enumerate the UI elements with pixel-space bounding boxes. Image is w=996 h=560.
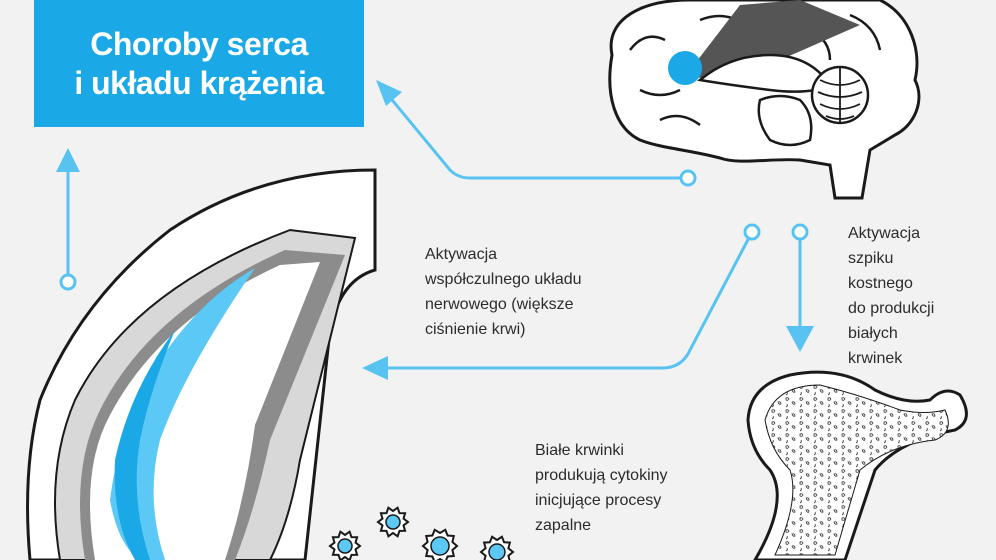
caption-cytokines: Białe krwinki produkują cytokiny inicjuj… [535, 438, 668, 538]
caption-line: zapalne [535, 517, 592, 534]
brain-icon [608, 0, 921, 200]
cell-icon [376, 506, 410, 538]
caption-line: ciśnienie krwi) [425, 321, 526, 338]
brain-highlight-dot [668, 51, 702, 85]
cell-icon [421, 528, 459, 560]
caption-line: białych [848, 325, 898, 342]
arrow-artery-to-title [56, 148, 80, 291]
title-line-2: i układu krążenia [74, 64, 324, 101]
cerebellum [810, 65, 870, 125]
caption-line: szpiku [848, 250, 894, 267]
caption-line: kostnego [848, 275, 913, 292]
arrow-brain-to-bone [786, 223, 814, 352]
arrow-brain-to-title [376, 80, 697, 187]
caption-line: Aktywacja [848, 225, 921, 242]
title-line-1: Choroby serca [90, 25, 308, 62]
caption-line: współczulnego układu [425, 271, 582, 288]
caption-marrow: Aktywacja szpiku kostnego do produkcji b… [848, 221, 934, 371]
arrow-brain-to-artery [362, 223, 761, 380]
caption-line: krwinek [848, 350, 903, 367]
caption-sympathetic: Aktywacja współczulnego układu nerwowego… [425, 242, 582, 342]
caption-line: produkują cytokiny [535, 467, 668, 484]
caption-line: nerwowego (większe [425, 296, 574, 313]
caption-line: do produkcji [848, 300, 935, 317]
title-box: Choroby serca i układu krążenia [34, 0, 364, 127]
caption-line: Aktywacja [425, 246, 498, 263]
cell-icon [328, 530, 362, 560]
artery-icon [26, 168, 377, 560]
cells-group [328, 506, 515, 560]
bone-icon [746, 370, 968, 560]
caption-line: Białe krwinki [535, 442, 624, 459]
caption-line: inicjujące procesy [535, 492, 662, 509]
cell-icon [479, 535, 515, 560]
